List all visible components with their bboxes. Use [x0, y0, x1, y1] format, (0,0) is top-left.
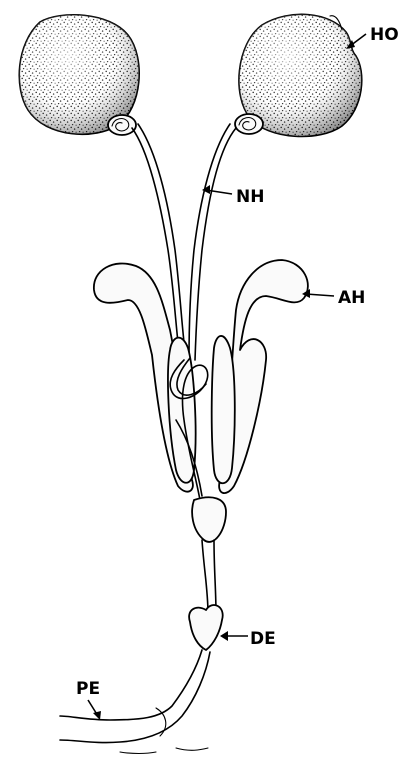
- common-duct: [192, 497, 226, 614]
- left-coil: [108, 115, 136, 135]
- nh-pointer: [202, 185, 232, 194]
- inner-glands: [168, 336, 235, 483]
- right-coil: [235, 114, 263, 134]
- de-pointer: [220, 631, 248, 641]
- pe-pointer: [88, 700, 101, 720]
- penis: [60, 650, 210, 754]
- ductus-bulb: [189, 605, 223, 650]
- label-ho: HO: [370, 25, 399, 45]
- label-pe: PE: [76, 679, 100, 699]
- label-de: DE: [250, 629, 276, 649]
- right-duct: [189, 124, 236, 360]
- label-nh: NH: [236, 187, 264, 207]
- label-ah: AH: [338, 288, 365, 308]
